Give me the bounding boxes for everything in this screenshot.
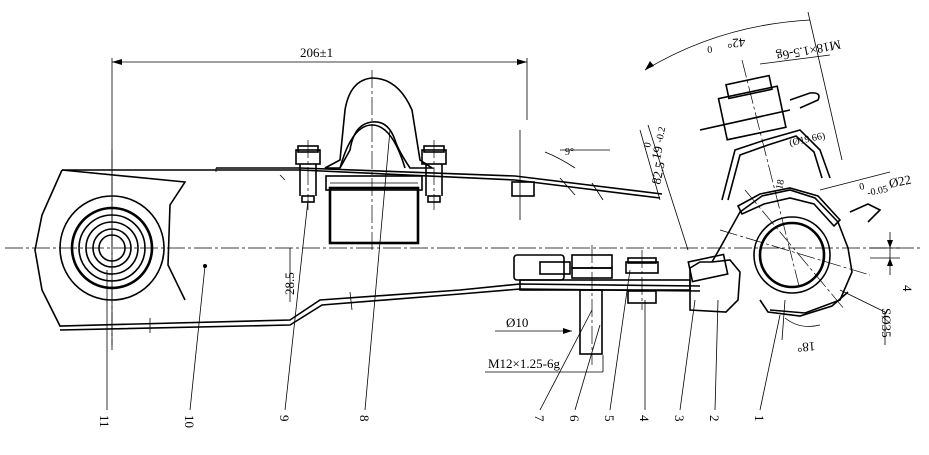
angle-bottom-label: 18° xyxy=(797,339,816,355)
ball-joint xyxy=(687,59,882,317)
dia-22-tol-upper: 0 xyxy=(858,181,865,193)
angle-42: 42° 0 xyxy=(644,11,843,161)
bushing-eye xyxy=(59,150,165,345)
lever-arm xyxy=(34,167,701,333)
part-number-10: 10 xyxy=(182,415,197,428)
thread-ball: M18×1.5-6g xyxy=(759,37,843,65)
thread-ball-label: M18×1.5-6g xyxy=(775,37,843,64)
bolt-dimensions: Ø10 M12×1.25-6g xyxy=(485,315,604,373)
sphere-dim: SØ35 xyxy=(839,289,894,345)
offset-label: 28.5 xyxy=(282,272,297,295)
bracket xyxy=(295,140,447,245)
part-number-4: 4 xyxy=(637,415,652,422)
part-number-11: 11 xyxy=(97,415,112,428)
part-number-5: 5 xyxy=(602,415,617,422)
dim-4: 4 xyxy=(870,232,915,292)
part-number-1: 1 xyxy=(752,415,767,422)
dia-19-tol-lower: -0.2 xyxy=(654,126,668,144)
part-number-9: 9 xyxy=(277,415,292,422)
part-number-8: 8 xyxy=(357,415,372,422)
angle-small-label: 9° xyxy=(565,147,574,158)
part-number-6: 6 xyxy=(567,415,582,422)
dia-19-tol-upper: 0 xyxy=(642,141,654,148)
dim-4-label: 4 xyxy=(900,285,915,292)
part-number-3: 3 xyxy=(672,415,687,422)
part-number-7: 7 xyxy=(532,415,547,422)
bump-stop xyxy=(324,70,435,250)
height-82: 82.5 xyxy=(647,124,689,251)
height-82-label: 82.5 xyxy=(648,160,667,185)
length-label: 206±1 xyxy=(300,45,333,60)
part-leaders xyxy=(106,129,781,411)
sphere-label: SØ35 xyxy=(879,308,894,338)
dia-22: Ø22 0 -0.05 xyxy=(819,172,913,199)
part-number-2: 2 xyxy=(707,415,722,422)
hole-dia-label: Ø10 xyxy=(506,315,528,330)
small-angle: 9° xyxy=(511,130,610,220)
lower-attachment xyxy=(513,245,691,365)
angle-bottom: 18° xyxy=(781,299,821,355)
angle-top-tol: 0 xyxy=(707,43,713,54)
dia-22-tol-lower: -0.05 xyxy=(866,184,889,199)
angle-top-label: 42° xyxy=(727,35,746,51)
small-18-label: 18 xyxy=(774,179,787,191)
dia-22-label: Ø22 xyxy=(888,172,913,191)
offset-dimension: 28.5 xyxy=(282,248,297,302)
thread-bolt-label: M12×1.25-6g xyxy=(488,356,560,371)
